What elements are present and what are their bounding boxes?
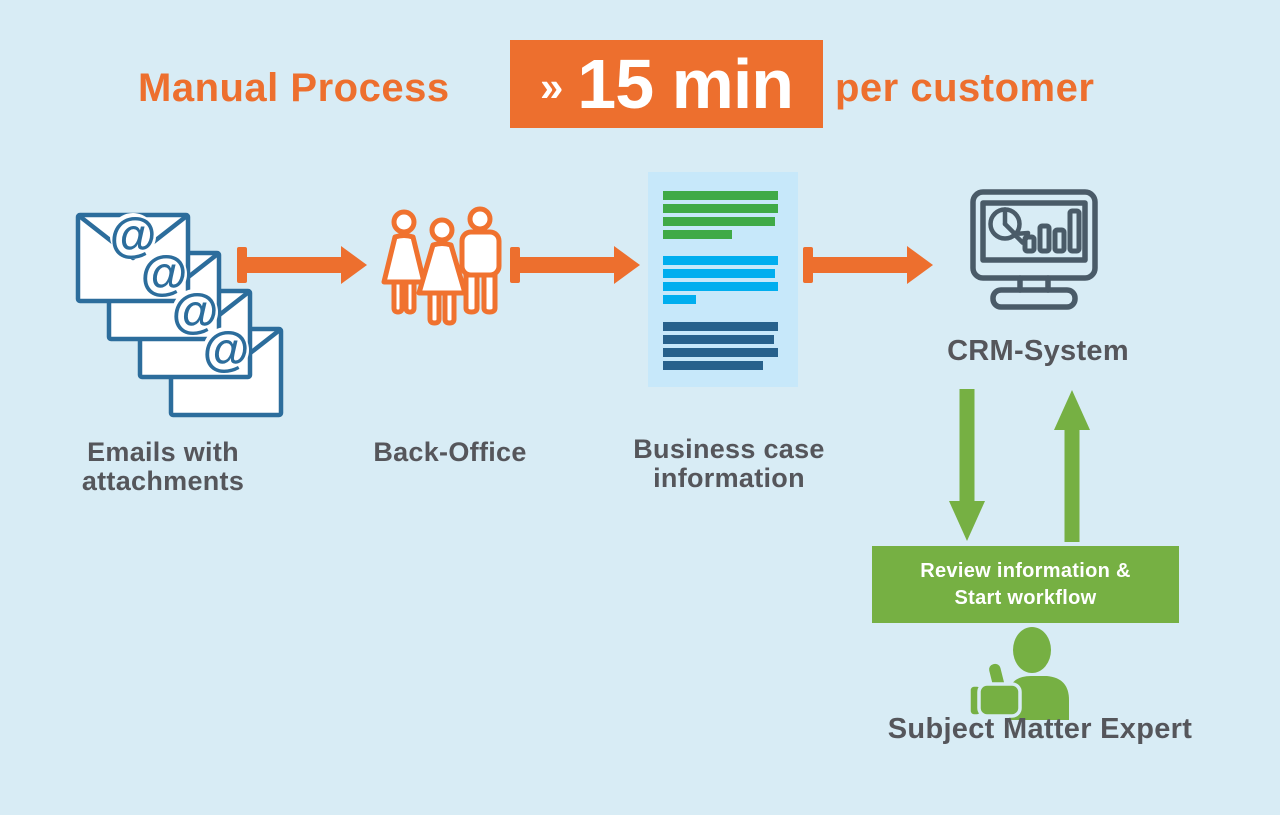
arrow-right-icon — [803, 245, 933, 285]
arrow-up-icon — [1054, 388, 1090, 542]
envelope-at-stack-icon: @ @ @ @ — [68, 198, 293, 430]
at-icon: @ — [172, 286, 219, 339]
document-text-bar — [663, 269, 775, 278]
people-group-icon — [378, 205, 508, 345]
step-label-crm: CRM-System — [947, 335, 1129, 367]
arrow-right-icon — [510, 245, 640, 285]
document-text-bar — [663, 295, 696, 304]
arrow-down-icon — [949, 389, 985, 543]
at-icon: @ — [203, 324, 250, 377]
step-label-business: Business case information — [633, 434, 825, 493]
duration-value: 15 min — [577, 45, 794, 123]
document-text-bar — [663, 256, 778, 265]
step-label-emails: Emails with attachments — [81, 437, 245, 496]
document-text-bar — [663, 191, 778, 200]
arrow-right-icon — [237, 245, 367, 285]
person-thumbs-up-icon — [957, 624, 1092, 727]
document-text-bar — [663, 217, 775, 226]
duration-badge: » 15 min — [510, 40, 823, 128]
chevrons-icon: » — [539, 63, 564, 110]
document-text-bar — [663, 282, 778, 291]
title-suffix: per customer — [835, 66, 1095, 110]
document-text-bar — [663, 335, 774, 344]
monitor-charts-icon — [963, 188, 1103, 315]
title-prefix: Manual Process — [138, 66, 450, 110]
document-text-icon — [648, 172, 798, 387]
review-workflow-box: Review information & Start workflow — [872, 546, 1179, 623]
document-text-bar — [663, 322, 778, 331]
document-text-bar — [663, 348, 778, 357]
at-icon: @ — [141, 248, 188, 301]
at-icon: @ — [110, 210, 157, 263]
document-text-bar — [663, 230, 732, 239]
expert-label: Subject Matter Expert — [887, 713, 1193, 745]
step-label-backoffice: Back-Office — [373, 437, 527, 467]
document-text-bar — [663, 361, 763, 370]
document-text-bar — [663, 204, 778, 213]
